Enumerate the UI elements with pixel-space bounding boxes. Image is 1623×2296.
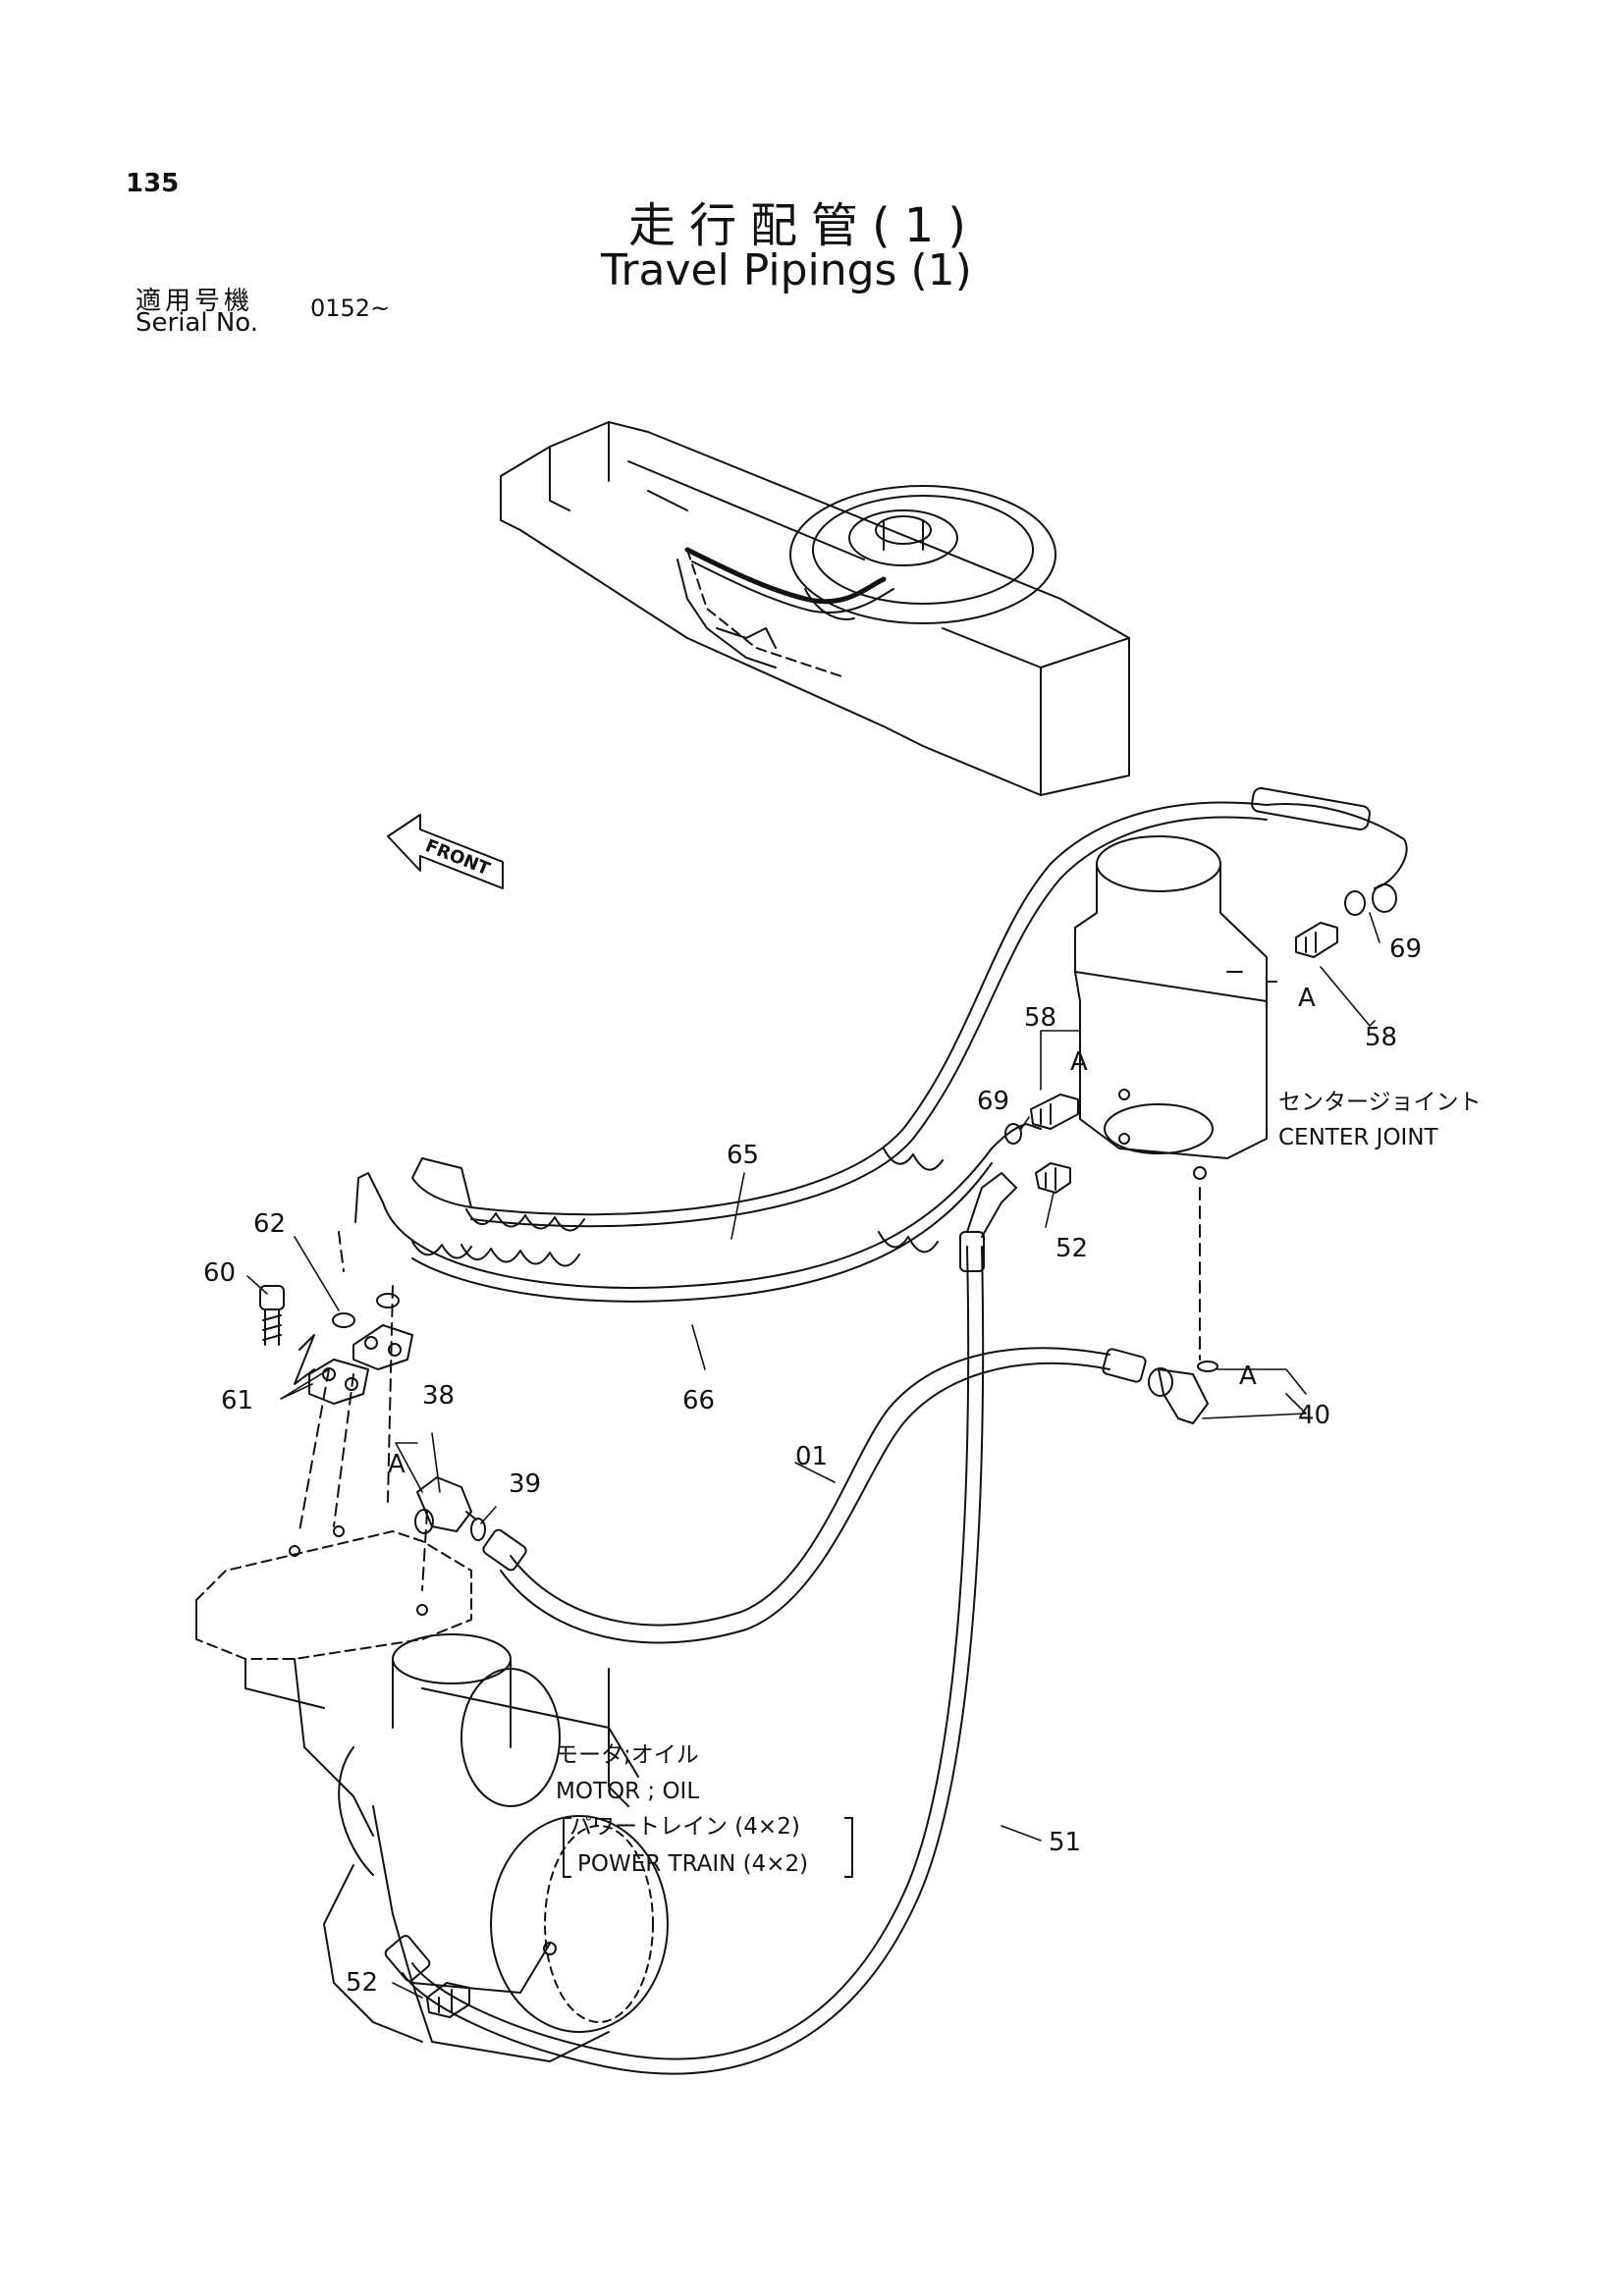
callout-60: 60 <box>203 1258 236 1288</box>
hose-65 <box>411 787 1408 1228</box>
center-joint <box>1074 835 1277 1372</box>
elbow-38 <box>414 1476 477 1534</box>
center-joint-label-en: CENTER JOINT <box>1278 1125 1439 1150</box>
flange-61 <box>308 1324 413 1405</box>
callout-40: 40 <box>1298 1401 1330 1430</box>
serial-value: 0152~ <box>310 294 391 322</box>
serial-label-jp: 適用号機 <box>135 287 254 316</box>
o-ring-69-left <box>1004 1123 1022 1145</box>
page-number: 135 <box>126 169 180 198</box>
motor-label-jp: モータ;オイル <box>556 1742 699 1768</box>
front-arrow-icon <box>387 814 504 889</box>
power-train-bracket-right <box>844 1817 853 1878</box>
callout-52-upper: 52 <box>1055 1234 1088 1263</box>
callout-65: 65 <box>727 1141 759 1170</box>
callout-39: 39 <box>509 1469 541 1499</box>
seal-39 <box>470 1518 486 1541</box>
callout-a-40: A <box>1239 1362 1257 1391</box>
callout-69-right: 69 <box>1389 934 1422 964</box>
callout-61: 61 <box>221 1386 253 1415</box>
captions: センタージョイント CENTER JOINT モータ;オイル MOTOR ; O… <box>556 1090 1482 1878</box>
callout-01: 01 <box>795 1442 828 1471</box>
power-train-label-jp: パワートレイン (4×2) <box>569 1814 800 1840</box>
power-train-label-en: POWER TRAIN (4×2) <box>577 1851 808 1877</box>
travel-motor <box>195 1525 669 2062</box>
hose-51 <box>384 1172 1017 2075</box>
callout-a-right: A <box>1298 984 1316 1013</box>
fitting-52-lower <box>426 1982 470 2018</box>
callout-58-left: 58 <box>1024 1003 1056 1033</box>
guide-lines <box>298 1231 428 1591</box>
o-ring-62 <box>332 1293 400 1328</box>
power-train-bracket-left <box>563 1817 571 1878</box>
front-arrow-label: FRONT <box>422 835 493 881</box>
fitting-58-right <box>1295 922 1338 958</box>
page-title-en: Travel Pipings (1) <box>601 245 972 295</box>
callout-66: 66 <box>682 1386 715 1415</box>
callout-a-38: A <box>388 1450 406 1479</box>
callout-52-lower: 52 <box>346 1968 378 1998</box>
motor-label-en: MOTOR ; OIL <box>556 1779 699 1804</box>
fitting-52-upper <box>1035 1162 1071 1194</box>
callout-labels: 65 66 62 60 61 38 A 39 01 51 52 52 69 58… <box>203 934 1422 1998</box>
callout-51: 51 <box>1049 1828 1081 1857</box>
o-ring-69-right <box>1344 883 1397 916</box>
hose-protectors <box>411 1148 944 1267</box>
fitting-58-left <box>1030 1094 1079 1130</box>
upper-frame <box>500 421 1130 796</box>
serial-label-en: Serial No. <box>135 308 258 338</box>
page-title-jp: 走行配管(1) <box>628 198 980 253</box>
callout-58-right: 58 <box>1365 1023 1397 1052</box>
center-joint-label-jp: センタージョイント <box>1278 1090 1482 1115</box>
callout-69-left: 69 <box>977 1087 1009 1116</box>
callout-a-left: A <box>1070 1047 1088 1077</box>
bolt-60 <box>259 1285 285 1346</box>
callout-38: 38 <box>422 1381 455 1411</box>
hose-01 <box>482 1347 1147 1644</box>
callout-62: 62 <box>253 1209 286 1239</box>
elbow-40 <box>1148 1367 1209 1424</box>
leader-lines <box>246 912 1380 1999</box>
hose-66 <box>354 1123 1042 1303</box>
